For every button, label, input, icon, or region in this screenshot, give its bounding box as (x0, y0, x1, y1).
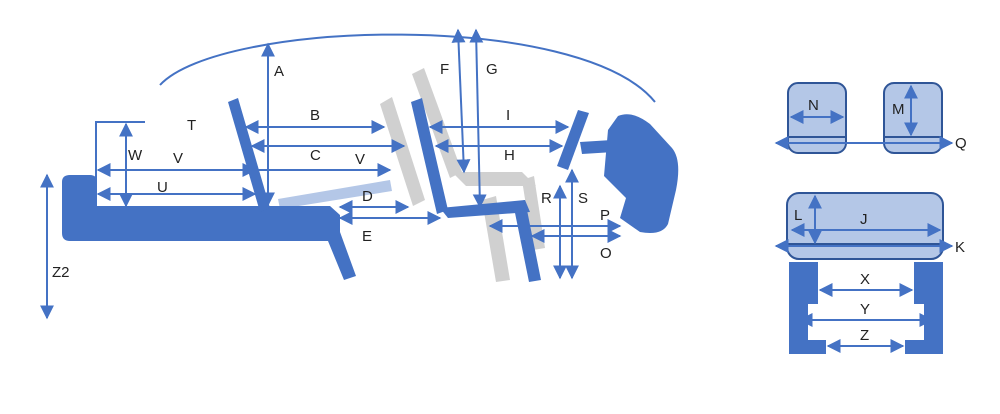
tray-table (557, 110, 589, 170)
label-A: A (274, 63, 284, 80)
label-E: E (362, 228, 372, 245)
label-Z: Z (860, 327, 869, 344)
right-frame (905, 262, 943, 354)
label-Y: Y (860, 301, 870, 318)
leg-rest (278, 180, 392, 209)
label-R: R (541, 190, 552, 207)
label-S: S (578, 190, 588, 207)
label-K: K (955, 239, 965, 256)
front-view-top: N M Q (774, 82, 967, 154)
second-seat-back (411, 98, 448, 214)
label-V-left: V (173, 150, 183, 167)
label-X: X (860, 271, 870, 288)
side-view: A B C D E F G H I O P R S T U V V W Z2 (40, 28, 679, 320)
label-U: U (157, 179, 168, 196)
label-D: D (362, 188, 373, 205)
label-Q: Q (955, 135, 967, 152)
label-J: J (860, 211, 868, 228)
front-seat-back (228, 98, 270, 212)
label-I: I (506, 107, 510, 124)
front-view-bottom: L J K X Y Z (774, 192, 965, 354)
label-F: F (440, 61, 449, 78)
clearance-arc (159, 33, 656, 103)
label-M: M (892, 101, 905, 118)
label-Z2: Z2 (52, 264, 70, 281)
label-T: T (187, 117, 196, 134)
label-P: P (600, 207, 610, 224)
label-W: W (128, 147, 143, 164)
ghost-seat-leg (482, 196, 510, 282)
label-B: B (310, 107, 320, 124)
label-O: O (600, 245, 612, 262)
left-frame (789, 262, 826, 354)
device-shape (604, 114, 679, 233)
seat-base (62, 175, 356, 280)
label-H: H (504, 147, 515, 164)
tray-arm (580, 140, 614, 154)
label-L: L (794, 207, 802, 224)
label-C: C (310, 147, 321, 164)
label-N: N (808, 97, 819, 114)
second-seat-cushion (440, 200, 530, 218)
label-G: G (486, 61, 498, 78)
label-V-right: V (355, 151, 365, 168)
